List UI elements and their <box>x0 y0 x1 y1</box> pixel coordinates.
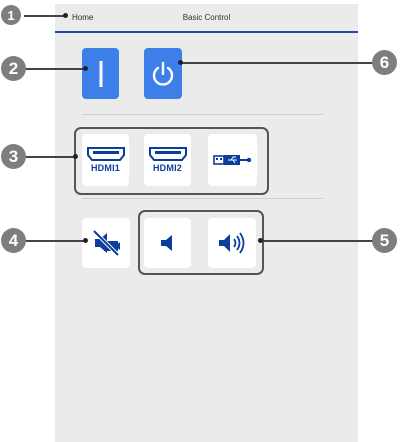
source-button-group <box>74 127 269 195</box>
callout-dot <box>83 238 88 243</box>
callout-leader <box>26 68 86 70</box>
hdmi-icon <box>148 147 187 161</box>
callout-5: 5 <box>372 228 397 253</box>
callout-2: 2 <box>1 56 26 81</box>
callout-leader <box>26 156 76 158</box>
hdmi2-label: HDMI2 <box>152 163 182 173</box>
av-mute-button[interactable] <box>82 218 130 268</box>
volume-down-button[interactable] <box>144 218 191 268</box>
divider <box>82 198 323 199</box>
power-off-button[interactable] <box>144 48 182 99</box>
callout-leader <box>260 240 374 242</box>
callout-dot <box>63 13 68 18</box>
usb-button[interactable] <box>208 134 257 186</box>
power-on-icon <box>99 60 102 87</box>
hdmi-icon <box>86 147 125 161</box>
header-underline <box>55 31 358 33</box>
callout-dot <box>73 154 78 159</box>
divider <box>82 114 323 115</box>
volume-up-icon <box>219 232 245 254</box>
callout-3: 3 <box>1 144 26 169</box>
home-link[interactable]: Home <box>72 13 94 22</box>
callout-dot <box>258 238 263 243</box>
callout-dot <box>83 66 88 71</box>
power-on-button[interactable] <box>82 48 119 99</box>
basic-control-panel: Home Basic Control HDMI1 HDMI2 <box>55 4 358 442</box>
top-bar: Home Basic Control <box>55 4 358 30</box>
callout-6: 6 <box>372 50 397 75</box>
callout-4: 4 <box>1 228 26 253</box>
callout-leader <box>24 15 66 17</box>
hdmi1-label: HDMI1 <box>90 163 120 173</box>
av-mute-icon <box>92 229 120 257</box>
page-title: Basic Control <box>182 13 231 22</box>
usb-icon <box>212 155 251 165</box>
callout-1: 1 <box>1 5 21 25</box>
volume-down-icon <box>160 235 172 251</box>
power-standby-icon <box>152 61 174 86</box>
hdmi1-button[interactable]: HDMI1 <box>82 134 129 186</box>
callout-leader <box>26 240 86 242</box>
volume-up-button[interactable] <box>208 218 256 268</box>
volume-button-group <box>138 210 264 275</box>
hdmi2-button[interactable]: HDMI2 <box>144 134 191 186</box>
callout-leader <box>180 62 376 64</box>
callout-dot <box>178 60 183 65</box>
